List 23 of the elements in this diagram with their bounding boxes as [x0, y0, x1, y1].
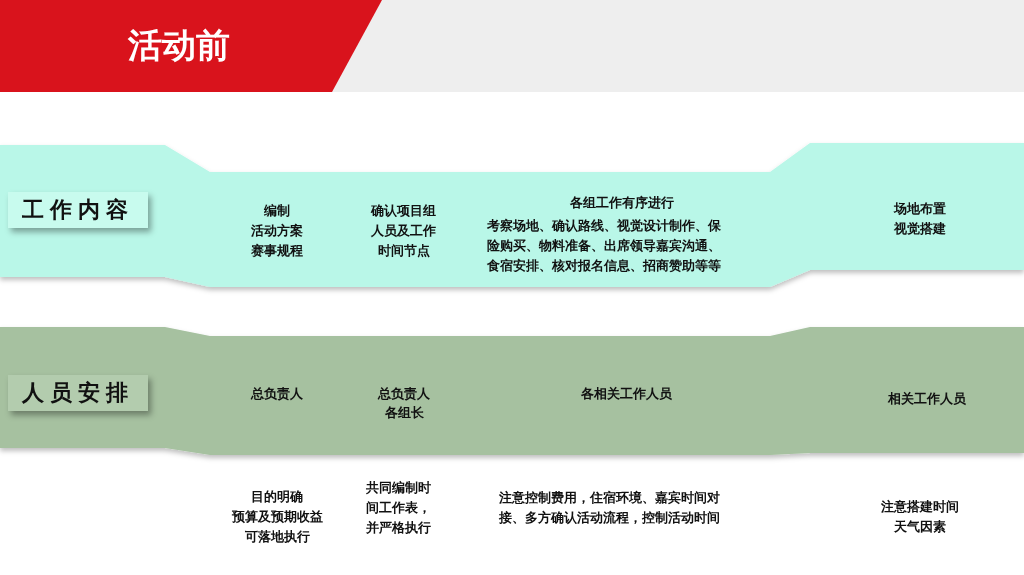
note-text: 可落地执行 [243, 528, 311, 546]
title: 活动前 [128, 24, 230, 66]
note-text: 注意搭建时间 [880, 498, 960, 516]
cell-text: 视觉搭建 [893, 220, 947, 238]
cell-text: 考察场地、确认路线、视觉设计制作、保险购买、物料准备、出席领导嘉宾沟通、食宿安排、核对报名信息、招商赞助等等 [487, 217, 722, 275]
note-text: 天气因素 [893, 518, 947, 536]
cell-text: 总负责人 [249, 385, 304, 403]
cell-text: 总负责人 [376, 385, 431, 403]
cell-text: 各组工作有序进行 [569, 194, 675, 212]
cell-text: 相关工作人员 [887, 390, 967, 408]
cell-text: 各组长 [383, 404, 425, 422]
cell-text: 各相关工作人员 [579, 385, 673, 403]
cell-text: 场地布置 [892, 200, 947, 218]
heading-box: 人员安排 [8, 375, 148, 411]
cell-text: 确认项目组人员及工作时间节点 [369, 202, 438, 260]
note-text: 注意控制费用，住宿环境、嘉宾时间对接、多方确认活动流程，控制活动时间 [499, 489, 721, 527]
cell-text: 赛事规程 [250, 242, 304, 260]
note-text: 预算及预期收益 [230, 508, 324, 526]
cell-text: 编制 [263, 202, 291, 220]
note-text: 共同编制时间工作表，并严格执行 [366, 479, 432, 537]
heading-box: 工作内容 [8, 192, 148, 228]
note-text: 目的明确 [250, 488, 304, 506]
cell-text: 活动方案 [250, 222, 304, 240]
